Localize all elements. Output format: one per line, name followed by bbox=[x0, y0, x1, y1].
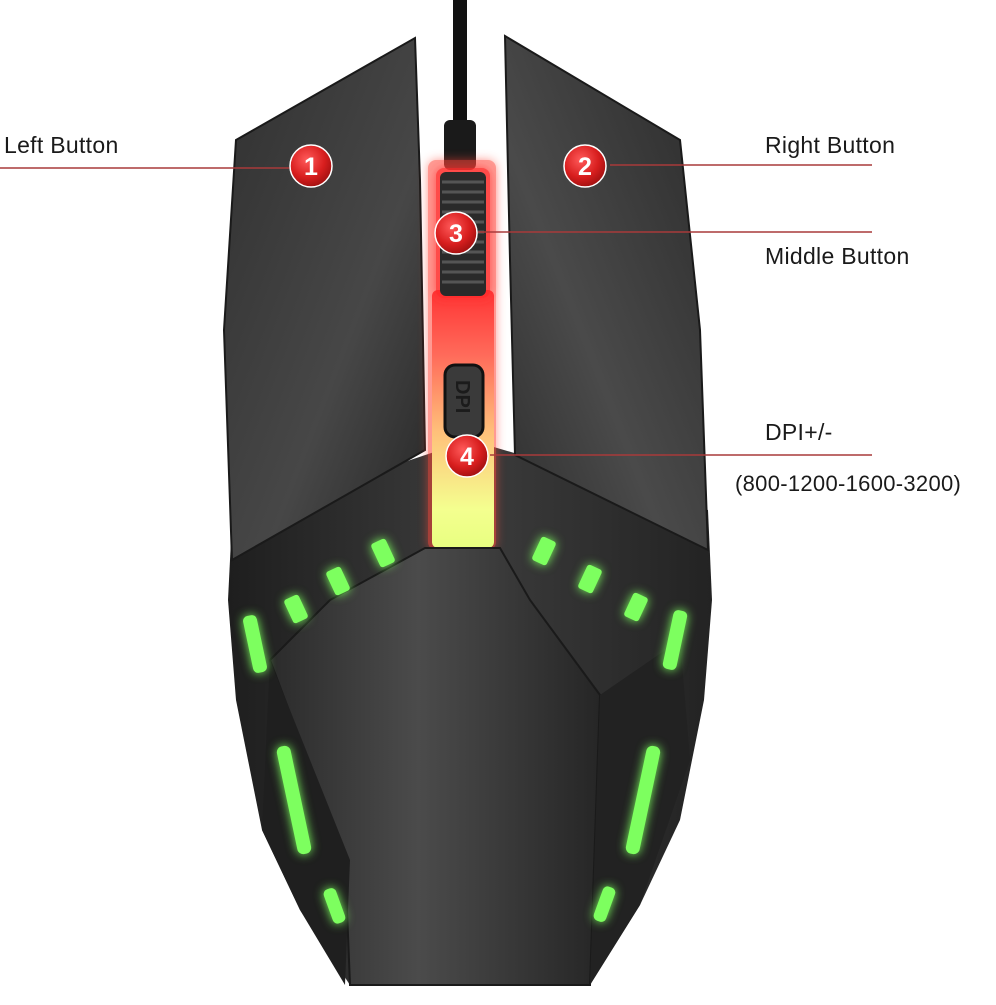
green-led-lights bbox=[243, 536, 688, 924]
callout-badge-3: 3 bbox=[434, 211, 478, 255]
dpi-button: DPI bbox=[443, 363, 485, 439]
callout-badge-1: 1 bbox=[289, 144, 333, 188]
cable bbox=[453, 0, 467, 150]
cable-strain-relief bbox=[444, 120, 476, 170]
dpi-range-label: (800-1200-1600-3200) bbox=[735, 471, 962, 496]
right-button-label: Right Button bbox=[765, 132, 896, 158]
dpi-button-text: DPI bbox=[451, 380, 473, 413]
svg-text:3: 3 bbox=[449, 220, 463, 248]
left-button-label: Left Button bbox=[4, 132, 119, 158]
svg-text:1: 1 bbox=[304, 153, 318, 181]
dpi-label: DPI+/- bbox=[765, 419, 833, 445]
callout-badge-2: 2 bbox=[563, 144, 607, 188]
middle-button-label: Middle Button bbox=[765, 243, 910, 269]
leader-lines bbox=[0, 164, 872, 456]
callout-badge-4: 4 bbox=[445, 434, 489, 478]
svg-text:2: 2 bbox=[578, 153, 592, 181]
palm-rest bbox=[268, 547, 602, 986]
svg-text:4: 4 bbox=[460, 443, 474, 471]
